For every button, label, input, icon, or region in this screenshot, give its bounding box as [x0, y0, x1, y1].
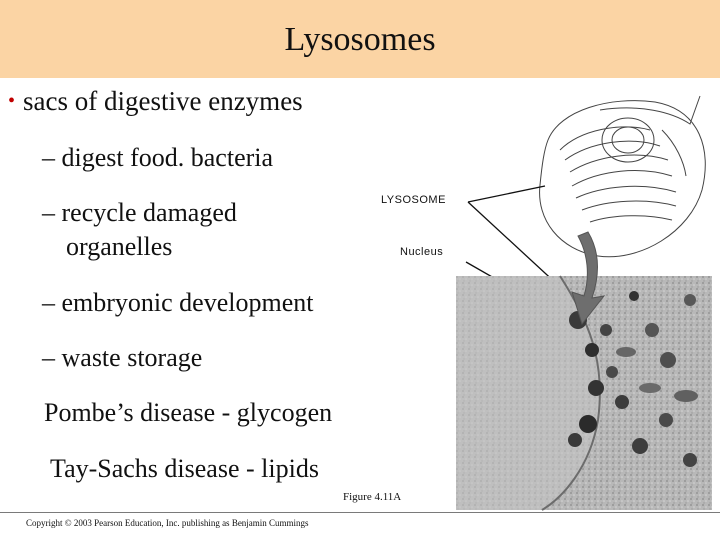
disease-pombe: Pombe’s disease - glycogen [44, 398, 333, 427]
subpoint-digest: – digest food. bacteria [42, 143, 274, 172]
title-banner: Lysosomes [0, 0, 720, 78]
subpoint-embryonic: – embryonic development [42, 288, 314, 317]
lysosome-leader-line [467, 185, 546, 203]
figure-caption: Figure 4.11A [343, 491, 402, 503]
footer-divider [0, 512, 720, 513]
subpoint-recycle-cont: organelles [66, 232, 173, 261]
bullet-dot-icon: • [8, 90, 16, 112]
main-bullet-text: sacs of digestive enzymes [23, 86, 303, 116]
slide-title: Lysosomes [284, 21, 436, 58]
main-bullet: • sacs of digestive enzymes [8, 84, 303, 118]
subpoint-recycle: – recycle damaged [42, 198, 237, 227]
pointer-arrow-icon [571, 231, 606, 326]
copyright-notice: Copyright © 2003 Pearson Education, Inc.… [26, 518, 309, 528]
cell-sketch [539, 95, 706, 258]
disease-tay-sachs: Tay-Sachs disease - lipids [50, 454, 319, 483]
label-lysosome: LYSOSOME [381, 194, 446, 206]
label-nucleus: Nucleus [400, 246, 444, 258]
subpoint-waste: – waste storage [42, 343, 203, 372]
